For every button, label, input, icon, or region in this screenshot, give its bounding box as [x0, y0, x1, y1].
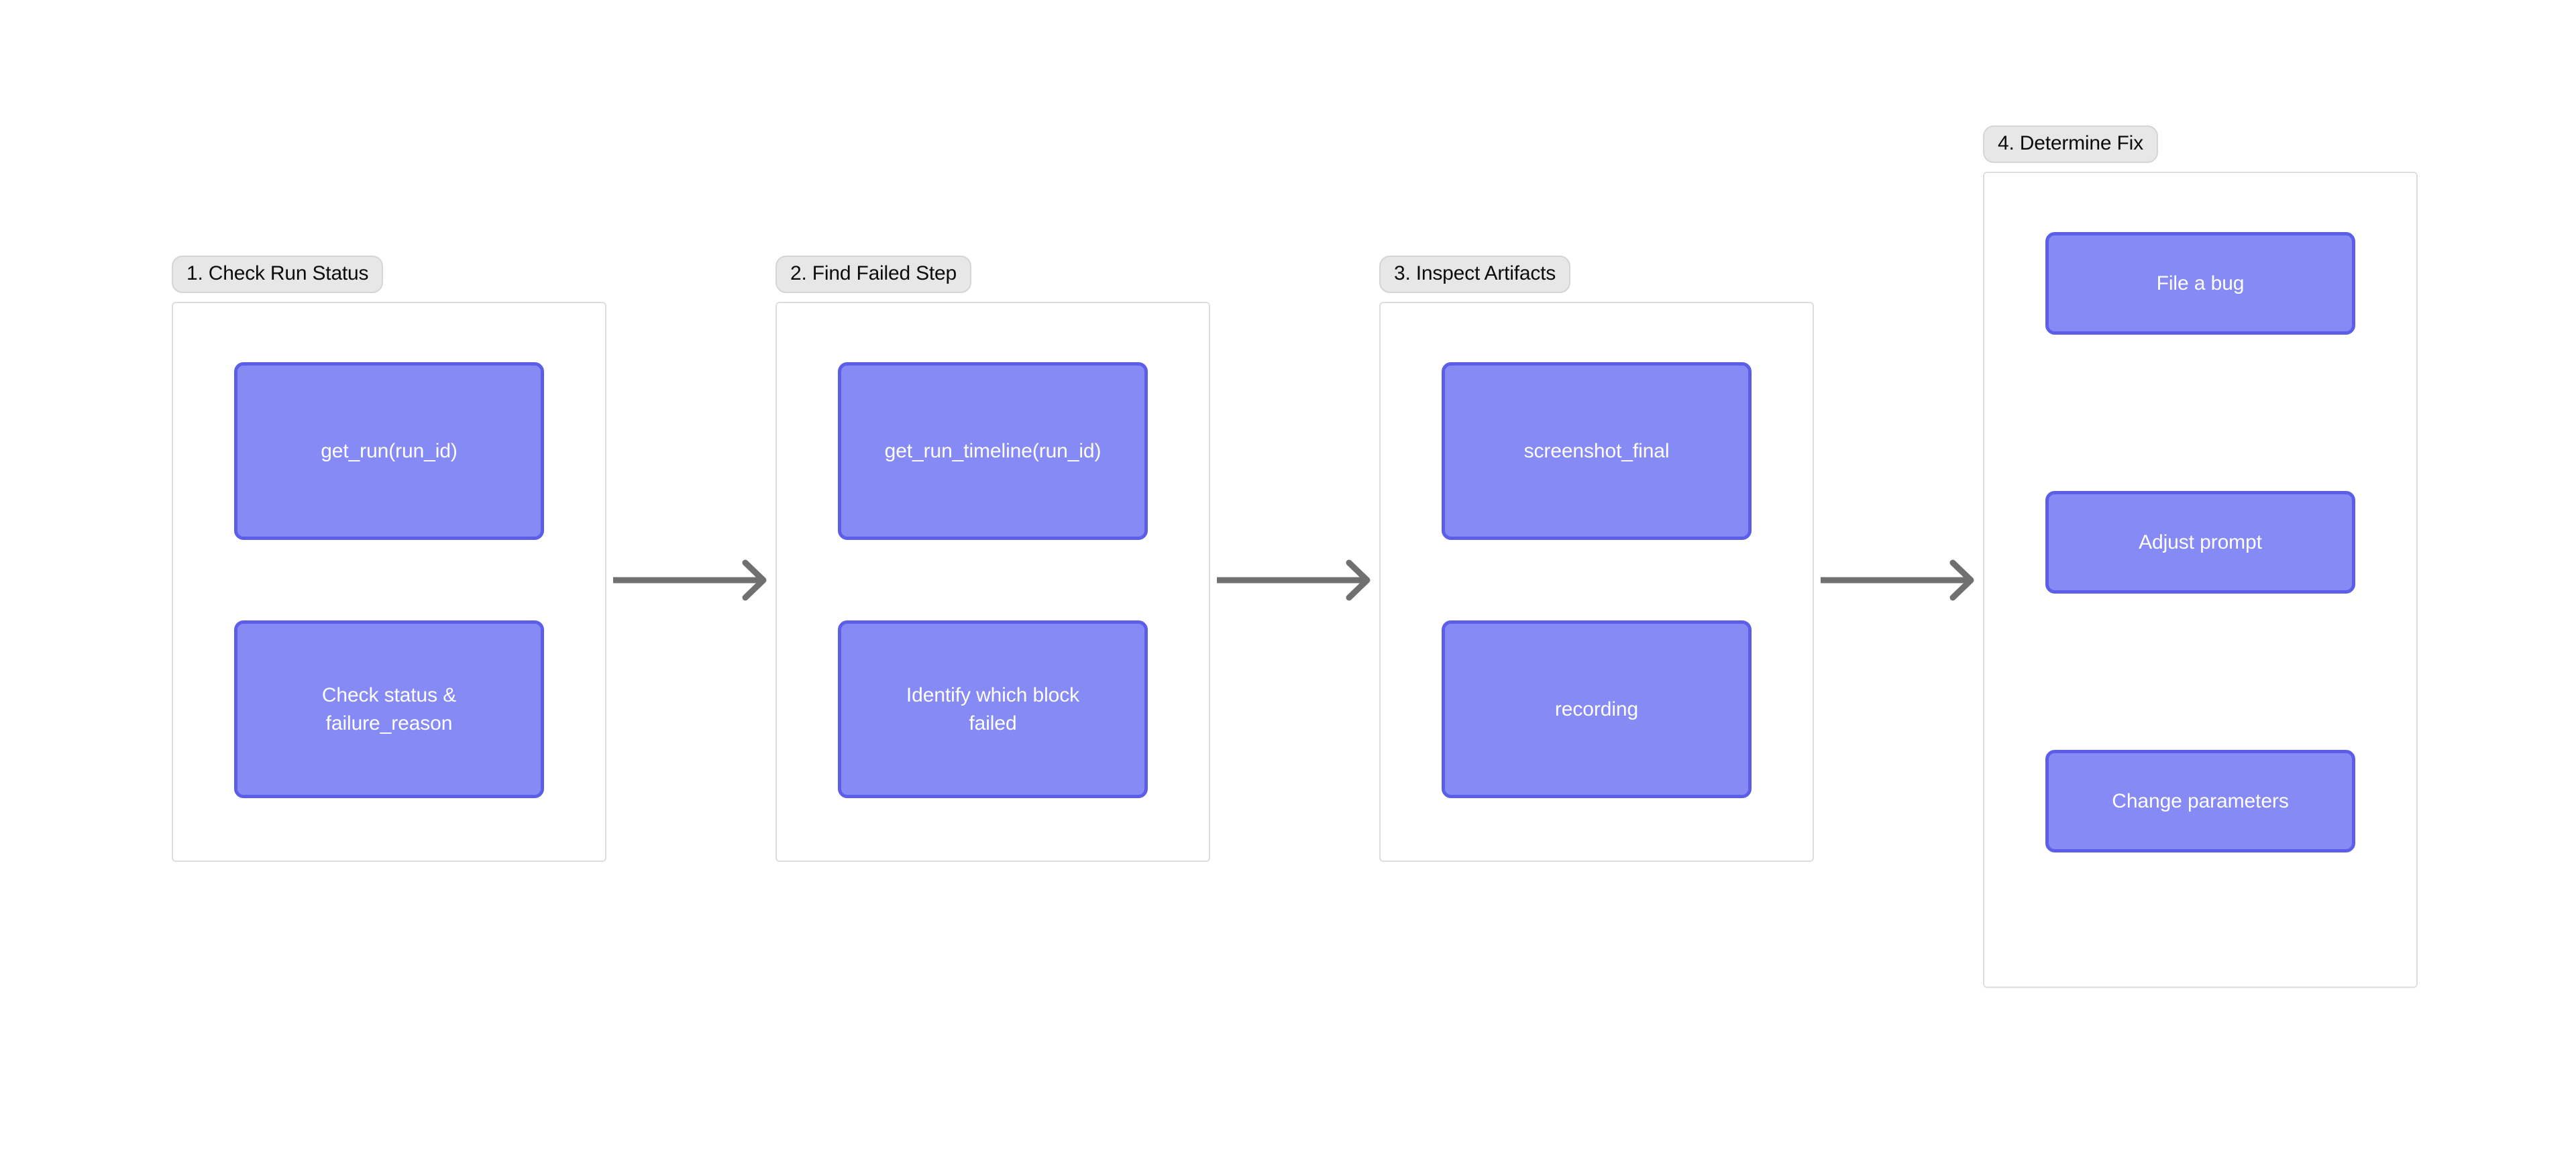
- node-check-status-failure-reason[interactable]: Check status & failure_reason: [234, 620, 544, 798]
- node-label: recording: [1554, 698, 1639, 720]
- node-file-a-bug[interactable]: File a bug: [2045, 232, 2355, 335]
- arrow-right-icon: [1821, 559, 1974, 601]
- group-title-find-failed-step: 2. Find Failed Step: [775, 256, 972, 293]
- node-identify-which-block-failed[interactable]: Identify which block failed: [838, 620, 1148, 798]
- node-recording[interactable]: recording: [1442, 620, 1752, 798]
- node-label: Check status & failure_reason: [321, 683, 457, 734]
- node-label: Change parameters: [2112, 789, 2289, 812]
- node-label: screenshot_final: [1523, 439, 1670, 462]
- node-label: get_run(run_id): [321, 439, 458, 462]
- arrow-right-icon: [613, 559, 767, 601]
- group-title-check-run-status: 1. Check Run Status: [172, 256, 384, 293]
- node-get-run[interactable]: get_run(run_id): [234, 362, 544, 540]
- node-label: get_run_timeline(run_id): [884, 439, 1102, 462]
- node-change-parameters[interactable]: Change parameters: [2045, 750, 2355, 852]
- arrow-g2-to-g3: [1214, 553, 1382, 607]
- node-screenshot-final[interactable]: screenshot_final: [1442, 362, 1752, 540]
- node-label: File a bug: [2156, 272, 2245, 294]
- node-get-run-timeline[interactable]: get_run_timeline(run_id): [838, 362, 1148, 540]
- arrow-g3-to-g4: [1818, 553, 1986, 607]
- arrow-right-icon: [1217, 559, 1371, 601]
- node-adjust-prompt[interactable]: Adjust prompt: [2045, 491, 2355, 594]
- arrow-g1-to-g2: [610, 553, 778, 607]
- group-title-inspect-artifacts: 3. Inspect Artifacts: [1379, 256, 1571, 293]
- node-label: Adjust prompt: [2139, 531, 2262, 553]
- node-label: Identify which block failed: [906, 683, 1080, 734]
- group-title-determine-fix: 4. Determine Fix: [1983, 125, 2158, 163]
